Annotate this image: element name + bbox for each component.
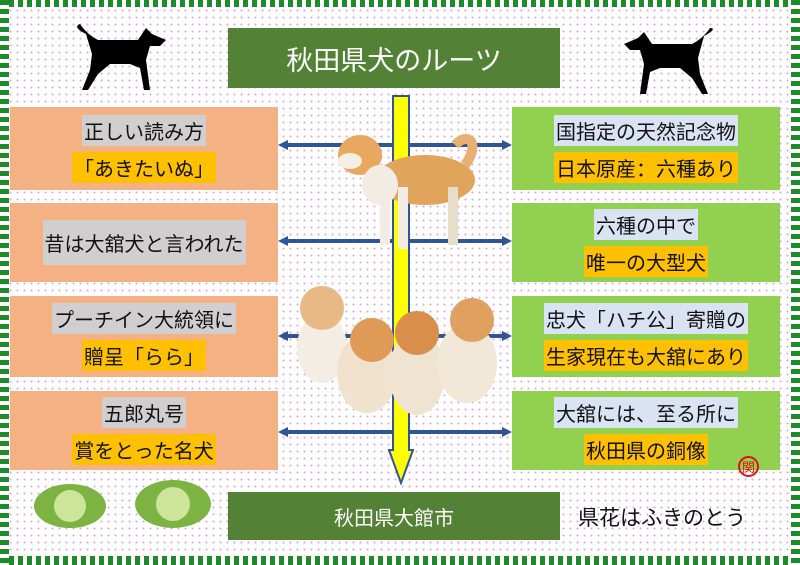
left-box-old-name: 昔は大舘犬と言われた — [10, 203, 278, 282]
left-box-line1: 五郎丸号 — [102, 396, 186, 428]
right-box-large-breed: 六種の中で 唯一の大型犬 — [512, 203, 780, 282]
right-box-line2: 唯一の大型犬 — [584, 245, 708, 277]
dog-silhouette-left — [77, 24, 166, 90]
right-box-line2: 生家現在も大舘にあり — [544, 339, 748, 371]
left-box-reading: 正しい読み方 「あきたいぬ」 — [10, 107, 278, 190]
right-box-line1: 国指定の天然記念物 — [554, 114, 738, 146]
left-box-line2: 「あきたいぬ」 — [72, 151, 216, 183]
left-box-line2: 賞をとった名犬 — [72, 433, 216, 465]
right-box-line1: 六種の中で — [594, 208, 698, 240]
dog-silhouette-right — [624, 28, 713, 94]
left-box-putin: プーチイン大統領に 贈呈「らら」 — [10, 296, 278, 377]
right-box-statues: 大舘には、至る所に 秋田県の銅像 — [512, 391, 780, 470]
akita-adult-photo — [338, 134, 478, 249]
fukinoto-flower-photos — [34, 480, 211, 528]
city-label: 秋田県大館市 — [228, 492, 560, 540]
prefecture-flower-label: 県花はふきのとう — [578, 506, 746, 530]
left-box-gorômaru: 五郎丸号 賞をとった名犬 — [10, 391, 278, 470]
right-box-line2: 日本原産：六種あり — [554, 151, 738, 183]
tree-border-left — [0, 0, 9, 565]
right-box-monument: 国指定の天然記念物 日本原産：六種あり — [512, 107, 780, 190]
right-box-line1: 忠犬「ハチ公」寄贈の — [544, 302, 748, 334]
tree-border-top — [0, 0, 800, 7]
page-title: 秋田県犬のルーツ — [228, 28, 560, 88]
tree-border-bottom — [0, 556, 800, 565]
right-box-line2: 秋田県の銅像 — [584, 433, 708, 465]
left-box-line1: 正しい読み方 — [82, 114, 206, 146]
right-box-line1: 大舘には、至る所に — [554, 396, 738, 428]
left-box-line1: プーチイン大統領に — [52, 302, 236, 334]
left-box-line1: 昔は大舘犬と言われた — [42, 220, 246, 265]
right-box-hachiko: 忠犬「ハチ公」寄贈の 生家現在も大舘にあり — [512, 296, 780, 377]
seal-stamp: 関 — [738, 456, 759, 477]
left-box-line2: 贈呈「らら」 — [82, 339, 206, 371]
tree-border-right — [791, 0, 800, 565]
akita-puppies-photo — [297, 286, 497, 415]
